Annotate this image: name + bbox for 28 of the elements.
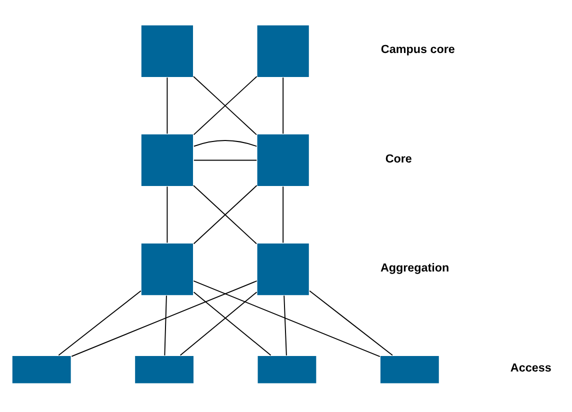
connector: [193, 292, 272, 356]
connector: [164, 295, 167, 356]
label: Aggregation: [380, 261, 450, 274]
connector: [58, 290, 142, 356]
connector: [166, 77, 168, 134]
node-box: [256, 354, 318, 384]
connector: [193, 280, 380, 358]
node-box: [379, 354, 440, 384]
connector: [284, 295, 287, 356]
connector: [193, 160, 258, 161]
label: Access: [510, 362, 552, 375]
node-box: [256, 24, 310, 78]
connector: [180, 292, 258, 356]
label: Campus core: [380, 43, 455, 56]
connector: [193, 140, 258, 147]
node-box: [140, 24, 194, 78]
connector: [282, 186, 284, 244]
connector: [309, 290, 393, 356]
connector: [166, 186, 168, 244]
node-box: [11, 354, 72, 384]
node-box: [256, 133, 310, 188]
connector: [282, 77, 284, 134]
label: Core: [385, 152, 412, 166]
node-box: [140, 242, 194, 296]
connector: [71, 280, 258, 357]
node-box: [134, 354, 194, 384]
node-box: [140, 133, 194, 188]
node-box: [256, 242, 310, 296]
